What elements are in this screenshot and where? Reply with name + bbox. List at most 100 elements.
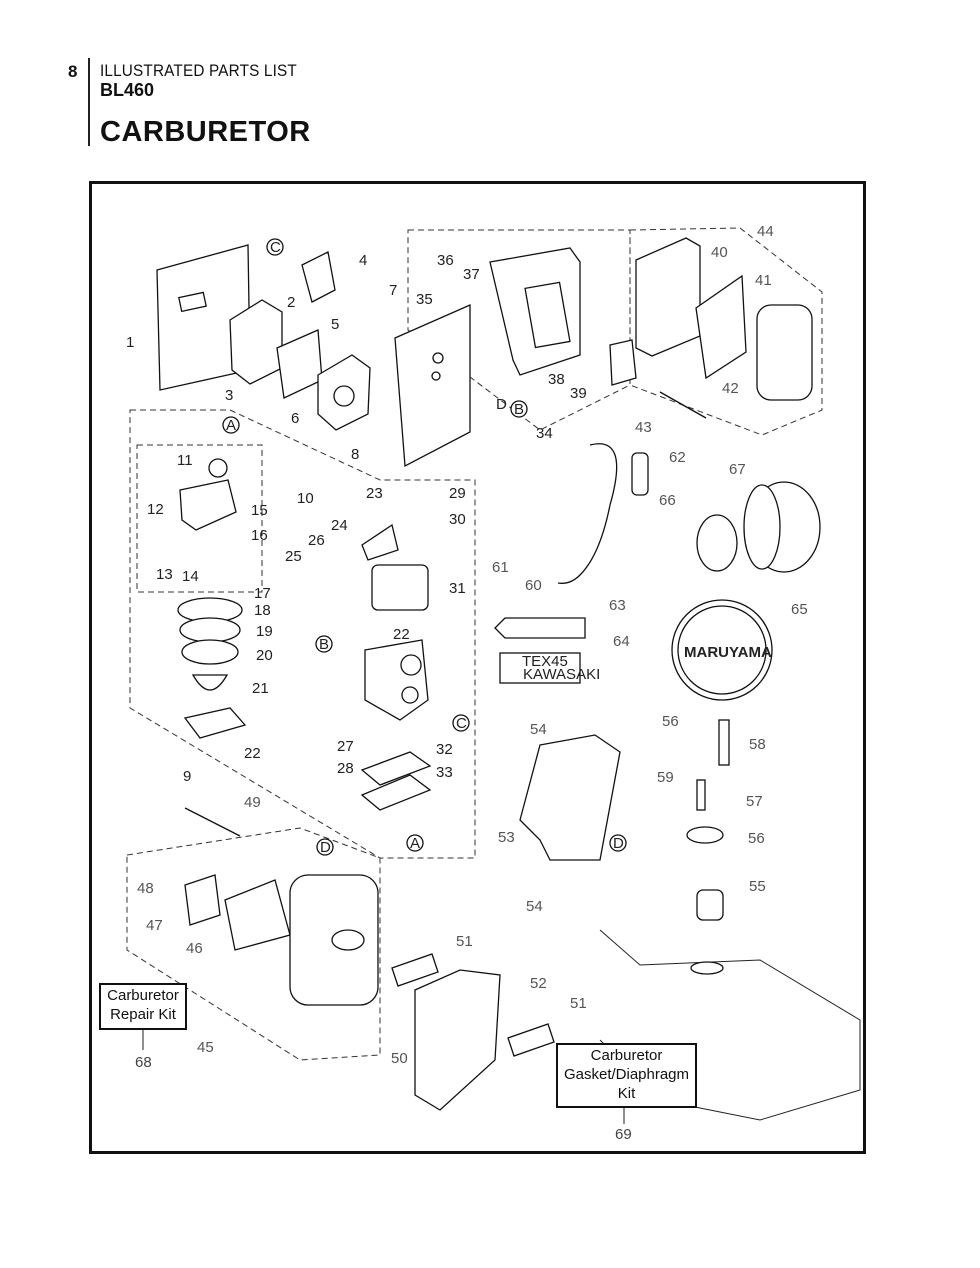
document-title: ILLUSTRATED PARTS LIST <box>100 61 297 80</box>
ref-b-carb: B <box>319 636 329 653</box>
page-number: 8 <box>68 62 78 81</box>
callout-58: 58 <box>749 736 766 753</box>
decal-64-line2: KAWASAKI <box>523 666 600 683</box>
callout-10: 10 <box>297 490 314 507</box>
diagram-frame <box>89 181 866 1154</box>
callout-20: 20 <box>256 647 273 664</box>
gasket-kit-label-line3: Kit <box>617 1085 636 1102</box>
decal-64-line1: TEX45 <box>522 653 568 670</box>
callout-37: 37 <box>463 266 480 283</box>
callout-66: 66 <box>659 492 676 509</box>
callout-45: 45 <box>197 1039 214 1056</box>
callout-49: 49 <box>244 794 261 811</box>
model-name: BL460 <box>100 80 155 100</box>
callout-21: 21 <box>252 680 269 697</box>
callout-13: 13 <box>156 566 173 583</box>
callout-33: 33 <box>436 764 453 781</box>
callout-25: 25 <box>285 548 302 565</box>
callout-39: 39 <box>570 385 587 402</box>
ref-a-bottom: A <box>410 835 420 852</box>
callout-34: 34 <box>536 425 553 442</box>
callout-44: 44 <box>757 223 774 240</box>
decal-65-logo-text: MARUYAMA <box>684 644 772 661</box>
reference-markers: A A B B C C D D D <box>222 238 627 856</box>
callout-52: 52 <box>530 975 547 992</box>
callout-50: 50 <box>391 1050 408 1067</box>
gasket-kit-label-line2: Gasket/Diaphragm <box>563 1066 690 1083</box>
callout-labels: 1 2 3 4 5 6 7 8 9 10 11 12 13 14 15 16 1… <box>126 223 808 1067</box>
ref-d-shield: D <box>613 835 624 852</box>
callout-59: 59 <box>657 769 674 786</box>
callout-38: 38 <box>548 371 565 388</box>
callout-55: 55 <box>749 878 766 895</box>
gasket-kit-label-line1: Carburetor <box>590 1047 663 1064</box>
callout-14: 14 <box>182 568 199 585</box>
callout-11: 11 <box>177 452 193 469</box>
callout-51a: 51 <box>456 933 473 950</box>
callout-56a: 56 <box>662 713 679 730</box>
callout-51b: 51 <box>570 995 587 1012</box>
callout-28: 28 <box>337 760 354 777</box>
callout-12: 12 <box>147 501 164 518</box>
callout-41: 41 <box>755 272 772 289</box>
callout-27: 27 <box>337 738 354 755</box>
ref-b-top: B <box>514 401 524 418</box>
callout-62: 62 <box>669 449 686 466</box>
callout-2: 2 <box>287 294 295 311</box>
callout-1: 1 <box>126 334 134 351</box>
ref-c-top: C <box>270 239 281 256</box>
callout-40: 40 <box>711 244 728 261</box>
callout-63: 63 <box>609 597 626 614</box>
callout-43: 43 <box>635 419 652 436</box>
callout-5: 5 <box>331 316 339 333</box>
decal-texts: TEX45 KAWASAKI MARUYAMA <box>522 644 772 683</box>
callout-30: 30 <box>449 511 466 528</box>
callout-19: 19 <box>256 623 273 640</box>
callout-29: 29 <box>449 485 466 502</box>
ref-a-top: A <box>226 417 236 434</box>
repair-kit-label-line2: Repair Kit <box>110 1006 176 1023</box>
callout-67: 67 <box>729 461 746 478</box>
repair-kit-box: Carburetor Repair Kit <box>99 983 187 1030</box>
part-shapes <box>156 237 861 1121</box>
callout-8: 8 <box>351 446 359 463</box>
callout-31: 31 <box>449 580 466 597</box>
callout-57: 57 <box>746 793 763 810</box>
callout-17: 17 <box>254 585 271 602</box>
callout-4: 4 <box>359 252 367 269</box>
gasket-kit-number: 69 <box>615 1126 632 1143</box>
callout-48: 48 <box>137 880 154 897</box>
callout-60: 60 <box>525 577 542 594</box>
callout-56b: 56 <box>748 830 765 847</box>
callout-23: 23 <box>366 485 383 502</box>
repair-kit-label-line1: Carburetor <box>107 987 179 1004</box>
callout-65: 65 <box>791 601 808 618</box>
callout-42: 42 <box>722 380 739 397</box>
repair-kit-number: 68 <box>135 1054 152 1071</box>
callout-7: 7 <box>389 282 397 299</box>
callout-54b: 54 <box>526 898 543 915</box>
gasket-diaphragm-kit-box: Carburetor Gasket/Diaphragm Kit <box>556 1043 697 1108</box>
group-outlines <box>126 227 823 1061</box>
ref-c-carb: C <box>456 715 467 732</box>
ref-d-muffler: D <box>320 839 331 856</box>
callout-53: 53 <box>498 829 515 846</box>
callout-6: 6 <box>291 410 299 427</box>
callout-18: 18 <box>254 602 271 619</box>
callout-35: 35 <box>416 291 433 308</box>
callout-61: 61 <box>492 559 509 576</box>
callout-3: 3 <box>225 387 233 404</box>
callout-47: 47 <box>146 917 163 934</box>
callout-64: 64 <box>613 633 630 650</box>
callout-32: 32 <box>436 741 453 758</box>
callout-24: 24 <box>331 517 348 534</box>
callout-16: 16 <box>251 527 268 544</box>
callout-46: 46 <box>186 940 203 957</box>
callout-22a: 22 <box>244 745 261 762</box>
callout-54a: 54 <box>530 721 547 738</box>
header-divider <box>88 58 90 146</box>
callout-9: 9 <box>183 768 191 785</box>
ref-d-spare: D <box>496 396 507 413</box>
callout-26: 26 <box>308 532 325 549</box>
